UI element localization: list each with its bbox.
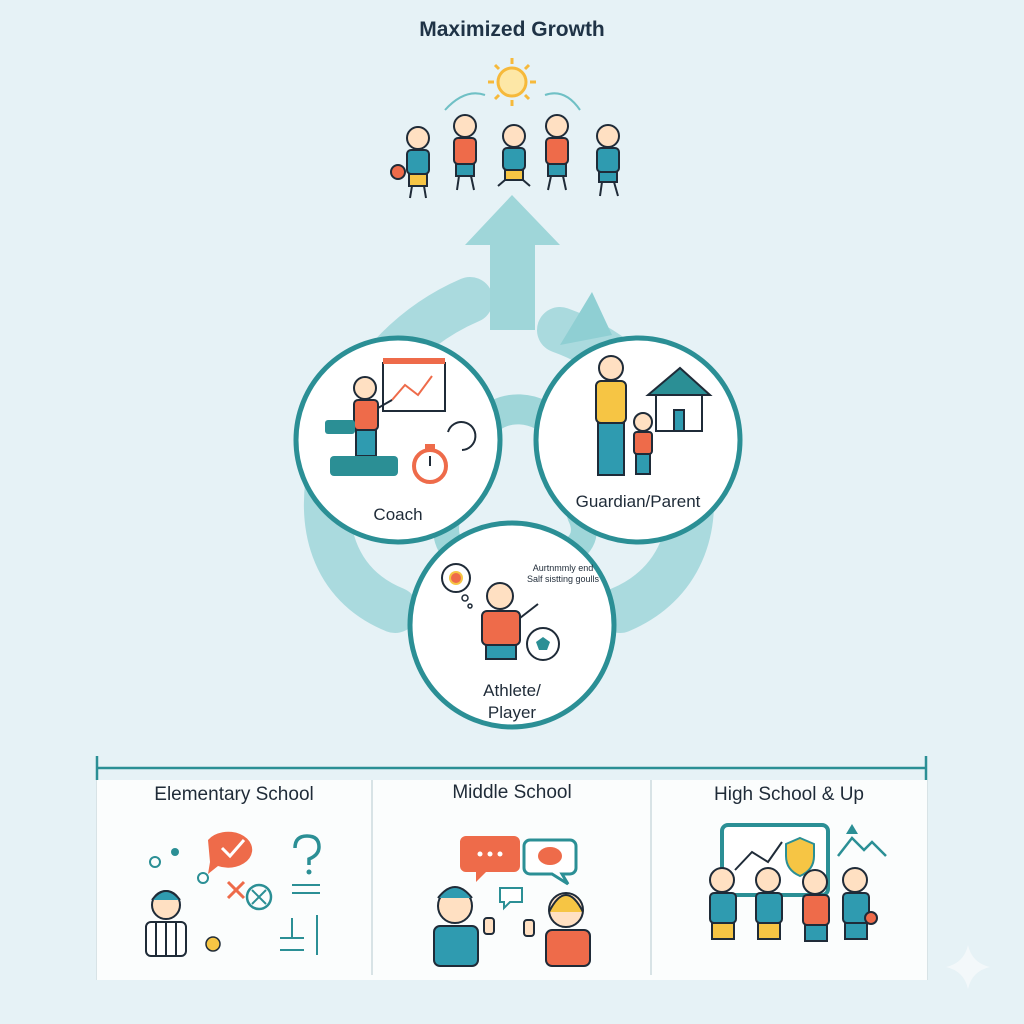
side-arrow-head (560, 292, 612, 345)
question-icon (293, 834, 321, 875)
whiteboard-icon (382, 358, 446, 412)
page-title: Maximized Growth (419, 18, 605, 41)
kid-figure (545, 114, 569, 191)
high-illustration (709, 823, 887, 942)
coach-label: Coach (373, 505, 423, 524)
parent-figure (595, 355, 627, 476)
coach-circle (293, 335, 503, 545)
kid-figure (453, 114, 477, 191)
team-icon (325, 420, 398, 476)
kid-figure (497, 124, 531, 187)
stopwatch-icon (412, 444, 448, 484)
athlete-label: Athlete/ Player (452, 680, 572, 724)
stage-high: High School & Up (714, 784, 864, 805)
kid-figure (390, 126, 430, 199)
brain-icon (522, 838, 578, 886)
child-figure (633, 412, 653, 475)
athlete-label-line2: Player (487, 703, 537, 722)
referee-figure (145, 890, 187, 957)
thought-line2: Salf sistting goulls (526, 574, 600, 584)
kid-figure (596, 124, 620, 197)
team-figures (709, 867, 878, 942)
up-arrow (465, 195, 560, 330)
sun-icon (488, 58, 536, 106)
boy-figure (433, 886, 495, 967)
middle-illustration (433, 836, 591, 967)
athlete-label-line1: Athlete/ (483, 681, 541, 700)
sparkle-icon (946, 945, 990, 989)
shield-icon (785, 836, 815, 878)
girl-figure (523, 892, 591, 967)
athlete-figure (481, 582, 539, 660)
house-icon (645, 366, 713, 432)
medal-icon (205, 936, 221, 952)
timeline-rule (95, 756, 928, 780)
mountain-icon (837, 824, 887, 857)
elementary-illustration (145, 831, 321, 957)
thought-text: Aurtnmmly end Salf sistting goulls (518, 563, 608, 585)
kids-group (390, 114, 620, 199)
thought-line1: Aurtnmmly end (532, 563, 594, 573)
coach-figure (353, 376, 393, 457)
chat-icon (460, 836, 520, 882)
stage-middle: Middle School (452, 782, 572, 803)
parent-label: Guardian/Parent (575, 492, 701, 511)
medal-icon (451, 573, 461, 583)
stage-elementary: Elementary School (154, 784, 314, 805)
soccer-ball-icon (526, 627, 560, 661)
